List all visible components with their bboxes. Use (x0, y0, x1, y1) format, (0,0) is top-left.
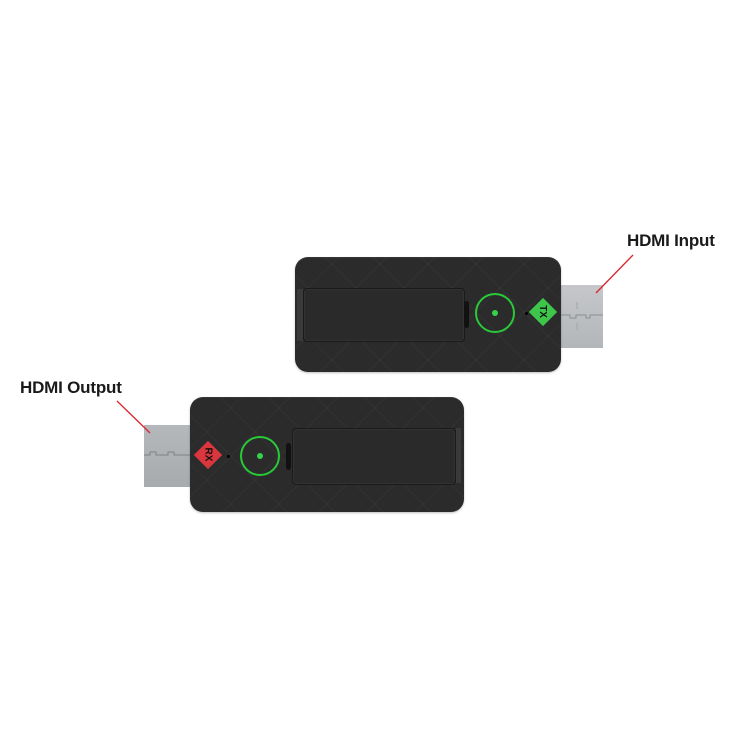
rx-slide-cover[interactable] (292, 428, 456, 485)
tx-status-led-ring (475, 293, 515, 333)
tx-slide-cover[interactable] (303, 288, 465, 342)
rx-pinhole (227, 455, 230, 458)
rx-body-edge (456, 428, 461, 483)
tx-pinhole (525, 312, 528, 315)
rx-slide-tab (286, 443, 291, 470)
hdmi-input-label: HDMI Input (627, 231, 715, 250)
connector-pin-outline-icon (560, 302, 603, 330)
hdmi-output-label: HDMI Output (20, 378, 122, 397)
rx-badge-label: RX (202, 447, 214, 462)
tx-body-edge (297, 289, 303, 341)
rx-status-led (257, 453, 263, 459)
rx-device-body: RX (190, 397, 464, 512)
connector-pin-outline-icon (144, 451, 194, 456)
tx-device-body: TX (295, 257, 561, 372)
tx-badge-label: TX (536, 305, 548, 318)
rx-status-led-ring (240, 436, 280, 476)
tx-slide-tab (464, 301, 469, 328)
tx-hdmi-connector (556, 285, 603, 348)
tx-status-led (492, 310, 498, 316)
rx-hdmi-connector (144, 425, 194, 487)
